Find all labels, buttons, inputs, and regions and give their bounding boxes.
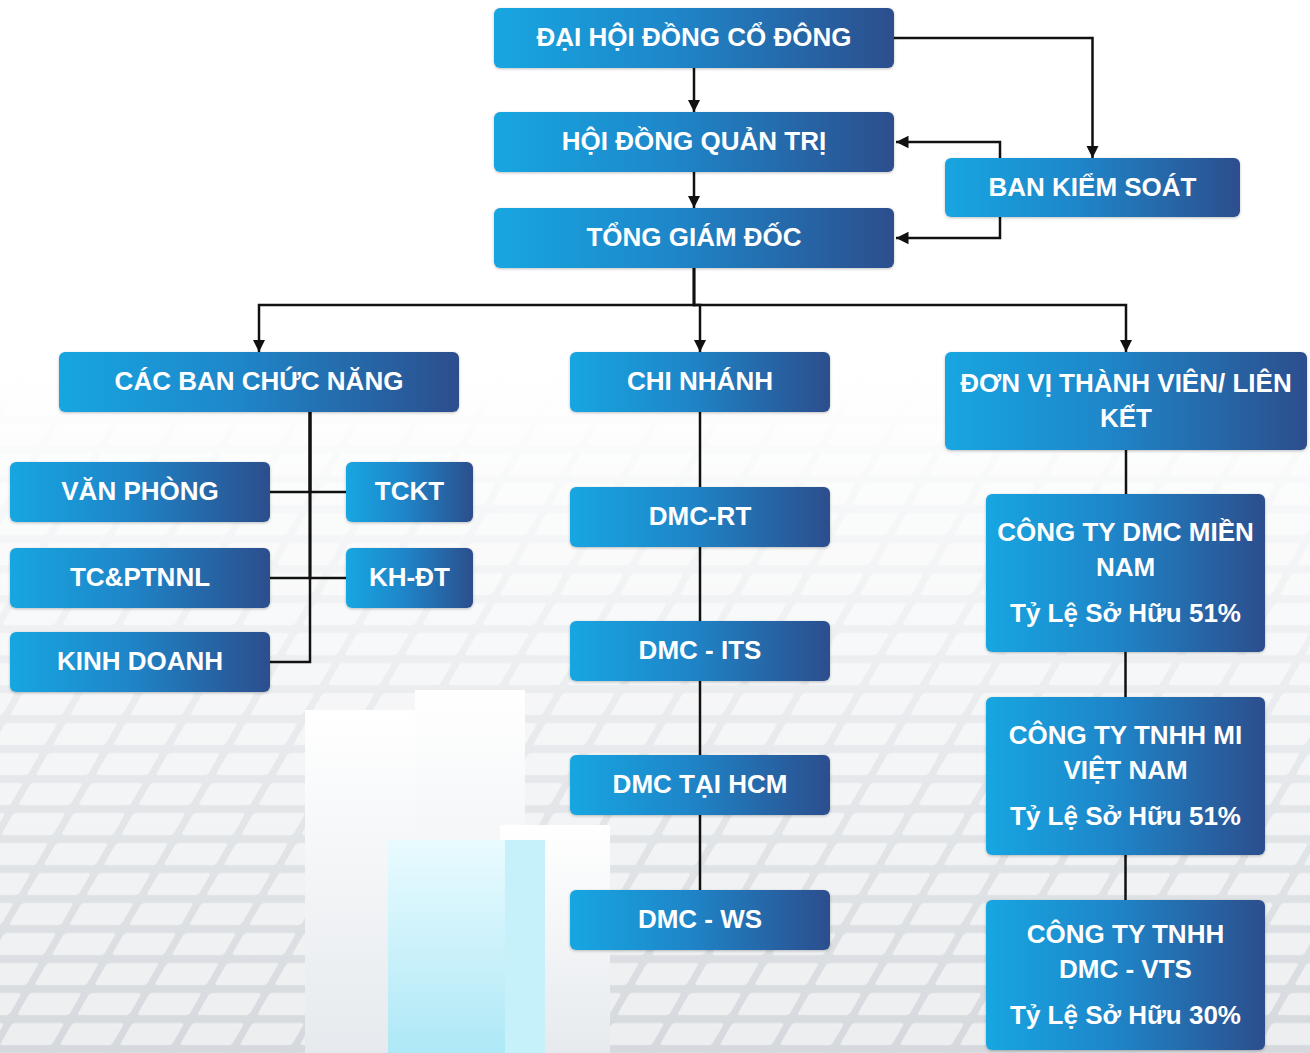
- org-box: VĂN PHÒNG: [10, 462, 270, 522]
- connector: [894, 38, 1093, 158]
- box-label: DMC - WS: [638, 902, 762, 937]
- connector: [1124, 652, 1127, 697]
- connector: [270, 412, 310, 492]
- building: [505, 840, 545, 1053]
- box-label: KINH DOANH: [57, 644, 223, 679]
- org-box: CÁC BAN CHỨC NĂNG: [59, 352, 459, 412]
- box-label: KH-ĐT: [369, 560, 450, 595]
- connector: [896, 217, 1000, 238]
- connector: [699, 547, 702, 621]
- box-label: TC&PTNNL: [70, 560, 210, 595]
- box-label: ĐẠI HỘI ĐỒNG CỔ ĐÔNG: [537, 20, 852, 55]
- box-label: CÔNG TY TNHH DMC - VTS: [996, 917, 1255, 987]
- org-box: CÔNG TY TNHH DMC - VTS Tỷ Lệ Sở Hữu 30%: [986, 900, 1265, 1050]
- org-box: DMC-RT: [570, 487, 830, 547]
- org-box: CHI NHÁNH: [570, 352, 830, 412]
- connector: [310, 412, 346, 578]
- connector: [270, 412, 310, 662]
- org-box: DMC TẠI HCM: [570, 755, 830, 815]
- box-label: BAN KIỂM SOÁT: [989, 170, 1197, 205]
- org-box: ĐẠI HỘI ĐỒNG CỔ ĐÔNG: [494, 8, 894, 68]
- connector: [1124, 855, 1127, 900]
- connector: [259, 268, 694, 352]
- box-label: TỔNG GIÁM ĐỐC: [586, 220, 801, 255]
- org-box: KH-ĐT: [346, 548, 473, 608]
- box-label: CÁC BAN CHỨC NĂNG: [115, 364, 404, 399]
- box-label: CÔNG TY DMC MIỀN NAM: [996, 515, 1255, 585]
- box-label: VĂN PHÒNG: [61, 474, 218, 509]
- org-box: ĐƠN VỊ THÀNH VIÊN/ LIÊN KẾT: [945, 352, 1307, 450]
- connector: [694, 268, 1126, 352]
- box-label: Tỷ Lệ Sở Hữu 51%: [1010, 596, 1241, 631]
- box-label: TCKT: [375, 474, 444, 509]
- org-box: DMC - WS: [570, 890, 830, 950]
- org-box: DMC - ITS: [570, 621, 830, 681]
- connector: [699, 412, 702, 487]
- box-label: Tỷ Lệ Sở Hữu 30%: [1010, 998, 1241, 1033]
- connector: [1125, 450, 1128, 494]
- box-label: ĐƠN VỊ THÀNH VIÊN/ LIÊN KẾT: [955, 366, 1297, 436]
- building: [388, 840, 508, 1053]
- org-box: HỘI ĐỒNG QUẢN TRỊ: [494, 112, 894, 172]
- box-label: HỘI ĐỒNG QUẢN TRỊ: [562, 124, 826, 159]
- tile-pattern: [0, 380, 1310, 1053]
- connector: [270, 412, 310, 578]
- box-label: CHI NHÁNH: [627, 364, 773, 399]
- org-box: KINH DOANH: [10, 632, 270, 692]
- box-label: Tỷ Lệ Sở Hữu 51%: [1010, 799, 1241, 834]
- org-box: TCKT: [346, 462, 473, 522]
- box-label: CÔNG TY TNHH MI VIỆT NAM: [996, 718, 1255, 788]
- connector: [896, 142, 1000, 158]
- box-label: DMC TẠI HCM: [613, 767, 788, 802]
- org-box: CÔNG TY DMC MIỀN NAM Tỷ Lệ Sở Hữu 51%: [986, 494, 1265, 652]
- org-box: TC&PTNNL: [10, 548, 270, 608]
- box-label: DMC - ITS: [639, 633, 762, 668]
- connector: [693, 172, 696, 208]
- connector: [699, 681, 702, 755]
- org-box: CÔNG TY TNHH MI VIỆT NAM Tỷ Lệ Sở Hữu 51%: [986, 697, 1265, 855]
- org-box: BAN KIỂM SOÁT: [945, 158, 1240, 217]
- connector: [693, 68, 696, 112]
- box-label: DMC-RT: [649, 499, 752, 534]
- connector: [310, 412, 346, 492]
- org-box: TỔNG GIÁM ĐỐC: [494, 208, 894, 268]
- connector: [699, 815, 702, 890]
